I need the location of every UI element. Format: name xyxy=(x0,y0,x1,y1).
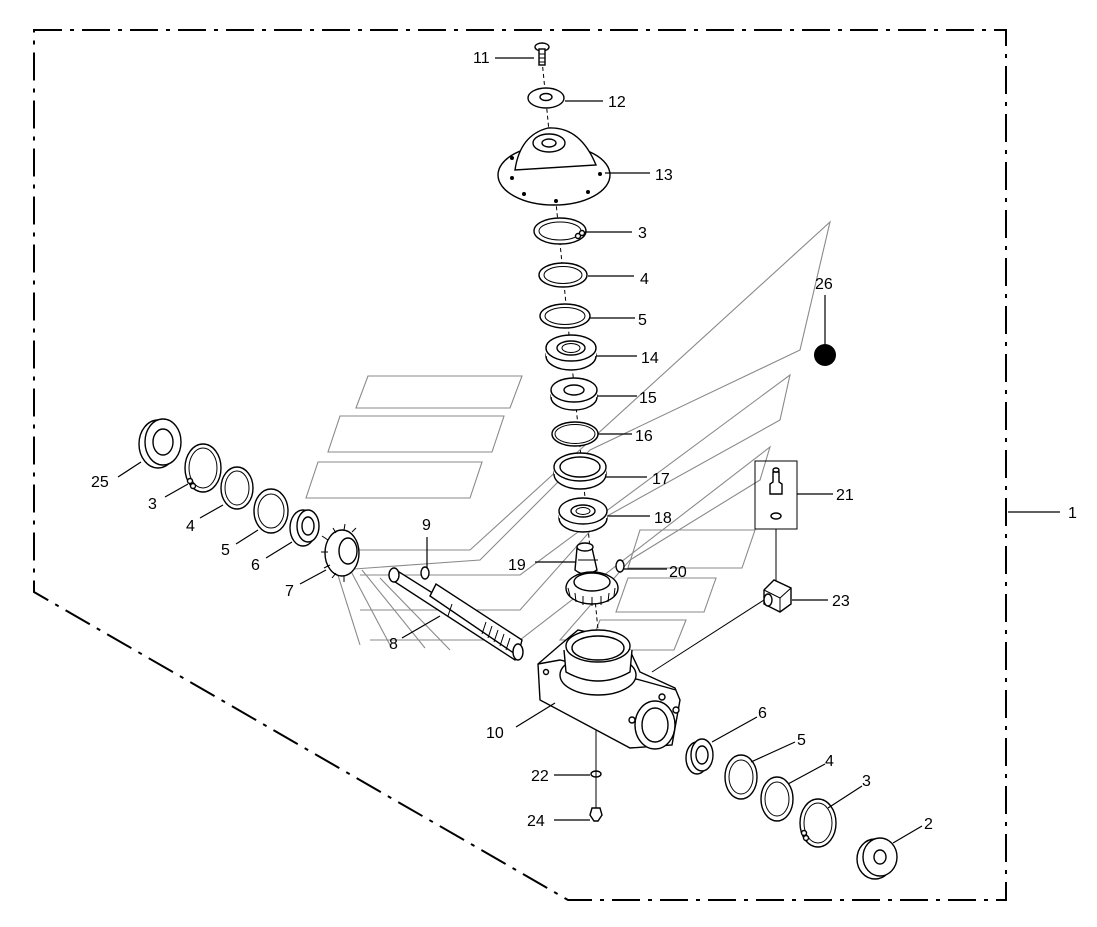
callout-10: 10 xyxy=(486,725,504,742)
part-21-grease-fitting xyxy=(754,460,798,583)
part-4-shim-right xyxy=(760,776,794,822)
callout-labels: 11 12 13 3 4 5 14 15 16 17 18 19 20 21 2… xyxy=(91,50,1077,833)
callout-4-upper: 4 xyxy=(640,271,649,288)
callout-9: 9 xyxy=(422,517,431,534)
callout-6-left: 6 xyxy=(251,557,260,574)
callout-3-left: 3 xyxy=(148,496,157,513)
part-5-shim-right xyxy=(724,754,758,800)
part-2-end-cap xyxy=(856,837,898,880)
part-17-seal xyxy=(553,452,607,490)
part-7-bevel-gear xyxy=(321,523,360,582)
part-12-washer xyxy=(527,87,565,109)
leader-lines xyxy=(117,57,1060,844)
part-3-circlip-left xyxy=(184,443,222,493)
callout-18: 18 xyxy=(654,510,672,527)
part-14-bearing xyxy=(545,334,597,371)
callout-14: 14 xyxy=(641,350,659,367)
assembly-frame xyxy=(33,29,1007,901)
callout-23: 23 xyxy=(832,593,850,610)
part-3-circlip-right xyxy=(799,798,837,848)
part-5-shim-left xyxy=(253,488,289,534)
part-26-marker-dot xyxy=(814,344,836,366)
callout-5-right: 5 xyxy=(797,732,806,749)
callout-11: 11 xyxy=(473,50,490,67)
part-15-spacer xyxy=(550,377,598,411)
callout-17: 17 xyxy=(652,471,670,488)
callout-4-right: 4 xyxy=(825,753,834,770)
callout-4-left: 4 xyxy=(186,518,195,535)
callout-3-right: 3 xyxy=(862,773,871,790)
part-9-key xyxy=(420,566,430,580)
callout-2: 2 xyxy=(924,816,933,833)
callout-8: 8 xyxy=(389,636,398,653)
part-4-shim-upper xyxy=(538,262,588,288)
callout-24: 24 xyxy=(527,813,545,830)
part-25-seal xyxy=(138,418,182,469)
part-6-bearing-left xyxy=(289,509,320,547)
callout-21: 21 xyxy=(836,487,854,504)
part-13-cover xyxy=(497,127,611,206)
part-20-key xyxy=(615,559,625,573)
callout-5-upper: 5 xyxy=(638,312,647,329)
callout-15: 15 xyxy=(639,390,657,407)
callout-19: 19 xyxy=(508,557,526,574)
part-16-o-ring xyxy=(551,421,599,447)
callout-26: 26 xyxy=(815,276,833,293)
part-19-output-shaft-gear xyxy=(565,542,619,606)
part-10-gearbox-housing xyxy=(537,629,681,750)
part-5-shim-upper xyxy=(539,303,591,329)
callout-20: 20 xyxy=(669,564,687,581)
part-18-bearing xyxy=(558,497,608,533)
callout-25: 25 xyxy=(91,474,109,491)
part-11-screw xyxy=(534,42,550,66)
callout-13: 13 xyxy=(655,167,673,184)
part-24-drain-plug xyxy=(589,800,603,822)
part-23-elbow-block xyxy=(763,579,792,613)
part-3-circlip-upper xyxy=(533,217,587,245)
callout-12: 12 xyxy=(608,94,626,111)
part-8-input-shaft xyxy=(388,567,524,662)
callout-3-upper: 3 xyxy=(638,225,647,242)
part-6-bearing-right xyxy=(685,738,714,775)
callout-7: 7 xyxy=(285,583,294,600)
callout-22: 22 xyxy=(531,768,549,785)
callout-6-right: 6 xyxy=(758,705,767,722)
callout-5-left: 5 xyxy=(221,542,230,559)
callout-16: 16 xyxy=(635,428,653,445)
part-4-shim-left xyxy=(220,466,254,510)
callout-1: 1 xyxy=(1068,505,1077,522)
